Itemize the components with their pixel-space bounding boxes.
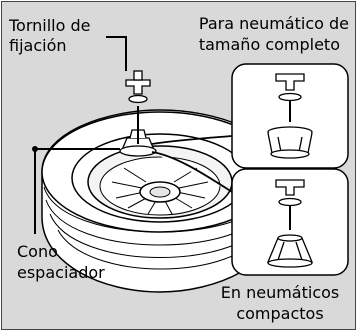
compact-cone-shape (267, 234, 313, 268)
compact-label-line2: compactos (236, 304, 324, 323)
cone-label-line2: espaciador (17, 263, 105, 282)
spare-tire (41, 109, 281, 293)
full-size-bolt-shape (275, 73, 305, 122)
compact-label-line1: En neumáticos (220, 283, 340, 302)
bolt-leader-line (106, 36, 127, 71)
inset-connector (151, 135, 233, 193)
bolt-label-line2: fijación (9, 36, 67, 55)
full-size-label-line2: tamaño completo (198, 35, 340, 54)
bolt-label-line1: Tornillo de (9, 16, 91, 35)
cone-label-line1: Cono (17, 242, 58, 261)
full-size-label-line1: Para neumático de (198, 14, 349, 33)
full-size-cone-shape (267, 126, 313, 159)
compact-bolt-shape (275, 179, 305, 230)
mounting-bolt-shape (125, 70, 151, 144)
